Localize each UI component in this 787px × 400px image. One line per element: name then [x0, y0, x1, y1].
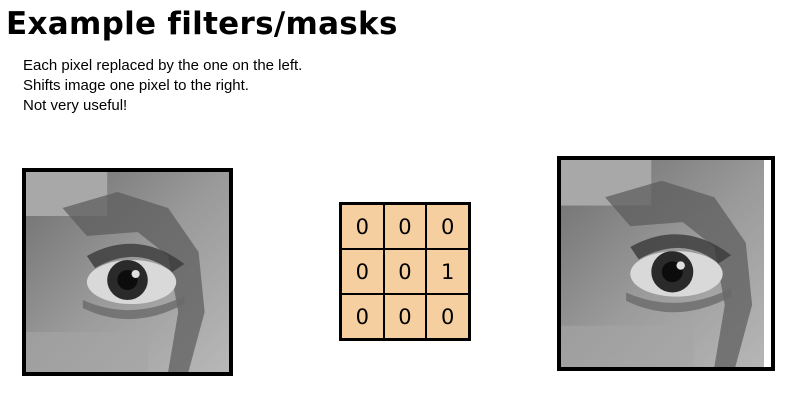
- mask-cell: 1: [426, 249, 469, 294]
- mask-cell: 0: [341, 204, 384, 249]
- mask-cell: 0: [341, 294, 384, 339]
- mask-cell: 0: [426, 204, 469, 249]
- mask-cell: 0: [383, 294, 427, 339]
- mask-cell: 0: [383, 204, 427, 249]
- description-line: Shifts image one pixel to the right.: [23, 77, 249, 94]
- mask-cell: 0: [426, 294, 469, 339]
- input-eye-image: [22, 168, 233, 376]
- eye-photo-icon: [26, 172, 229, 372]
- eye-photo-shifted-icon: [561, 160, 771, 367]
- description: Each pixel replaced by the one on the le…: [23, 56, 302, 116]
- output-eye-image: [557, 156, 775, 371]
- mask-cell: 0: [383, 249, 427, 294]
- filter-mask-grid: 0 0 0 0 0 1 0 0 0: [339, 202, 471, 341]
- description-line: Each pixel replaced by the one on the le…: [23, 57, 303, 74]
- slide-title: Example filters/masks: [6, 6, 398, 42]
- description-line: Not very useful!: [23, 97, 128, 114]
- mask-cell: 0: [341, 249, 384, 294]
- shifted-edge: [764, 160, 771, 367]
